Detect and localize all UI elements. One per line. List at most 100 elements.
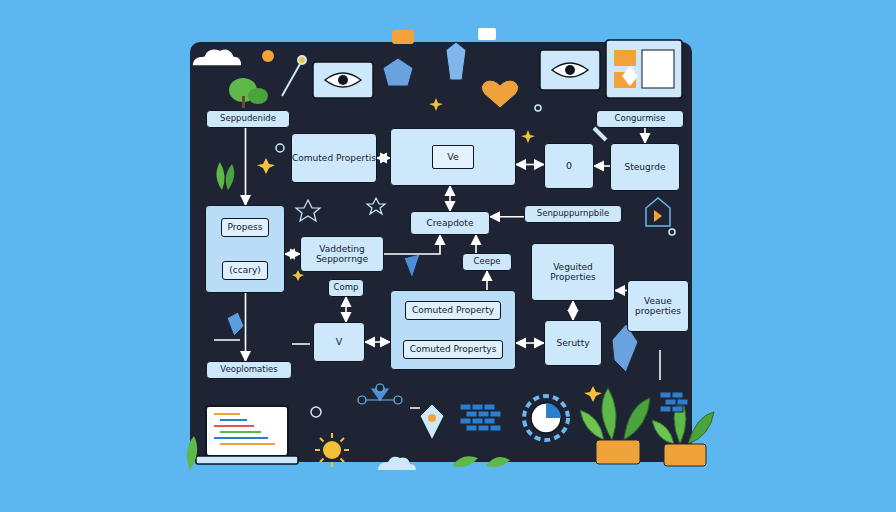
process-box: Ve [390,128,516,186]
code-line [220,431,261,433]
connector-arrow [516,342,544,344]
connector-arrow [285,253,300,255]
process-box: Veaue properties [627,280,689,332]
brick [672,406,683,412]
node-label: Senpuppurnpbile [537,209,609,219]
code-line [214,437,268,439]
connector-arrow [475,235,477,253]
brick [460,418,471,424]
connector-arrow [449,186,451,211]
sun [315,433,349,467]
gear-icon [524,396,568,440]
node-label: 0 [566,161,572,172]
tag-box: Seppudenide [206,110,290,128]
node-label: Propess [221,218,270,236]
tree [229,50,274,108]
node-label: Ceepe [473,257,500,267]
brick [472,418,483,424]
star-outline [296,198,385,221]
tag-box: Senpuppurnpbile [524,205,622,223]
brick [490,425,501,431]
node-label: Serutty [556,338,589,348]
brick [460,404,471,410]
brick-stack [660,392,688,412]
network-icon [358,384,402,404]
tag-box: Veoplomaties [206,361,292,379]
node-label: Comp [334,283,359,293]
sun-ray [315,449,320,451]
node-label: Veoplomaties [220,365,277,375]
process-box: Veguited Properties [531,243,615,301]
brick [466,411,477,417]
brick [466,425,477,431]
heart [481,80,518,108]
node-label: Congurmise [615,114,666,124]
group-box: Comuted PropertyComuted Propertys [390,290,516,370]
process-box: Vaddeting Sepporrnge [300,236,384,272]
connector-arrow [384,235,440,254]
process-box: Comuted Propertis [291,133,377,183]
node-label: Vaddeting Sepporrnge [301,244,383,265]
node-label: Ve [432,145,474,170]
brick [665,399,676,405]
group-box: Propess (ccary) [205,205,285,293]
connector-arrow [490,216,524,218]
brick [484,418,495,424]
process-box: Serutty [544,320,602,366]
tag-box: Comp [328,279,364,297]
node-label: Comuted Propertys [403,340,504,358]
connector-arrow [615,290,627,292]
sun-ray [331,462,333,467]
leaf [452,456,510,467]
node-label: Seppudenide [220,114,276,124]
plant-small [216,162,234,190]
code-line [214,413,240,415]
node-label: (ccary) [222,261,267,279]
dark-panel [190,42,692,462]
sun-ray [320,458,324,462]
node-label: V [336,337,343,348]
brick [484,404,495,410]
node-label: Steugrde [625,162,666,172]
brick [672,392,683,398]
brick [478,425,489,431]
node-label: Comuted Property [405,301,501,319]
connector-arrow [245,128,247,206]
brick [490,411,501,417]
cloud [192,49,242,66]
connector-arrow [377,157,390,159]
node-label: Veaue properties [628,296,688,317]
tag-box: Congurmise [596,110,684,128]
node-label: Comuted Propertis [292,153,376,163]
gem [227,42,638,402]
brick [472,404,483,410]
process-box: 0 [544,143,594,189]
process-box: V [313,322,365,362]
brick-stack [460,404,501,431]
sun-ray [331,433,333,438]
brick [478,411,489,417]
connector-arrow [644,128,646,144]
tag-box: Ceepe [462,253,512,271]
code-line [220,443,275,445]
node-label: Creapdote [427,218,474,228]
chat-bubble [392,28,496,44]
code-line [220,419,247,421]
laptop [196,406,298,464]
brick [660,406,671,412]
process-box: Creapdote [410,211,490,235]
connector-arrow [365,341,390,343]
tag-icon [646,198,670,226]
brick [660,392,671,398]
code-line [214,425,254,427]
connector-arrow [486,271,488,290]
wand-icon [282,56,306,96]
sun-ray [320,438,324,442]
process-box: Steugrde [610,143,680,191]
sun-ray [344,449,349,451]
node-label: Veguited Properties [532,262,614,283]
cloud [378,457,416,470]
